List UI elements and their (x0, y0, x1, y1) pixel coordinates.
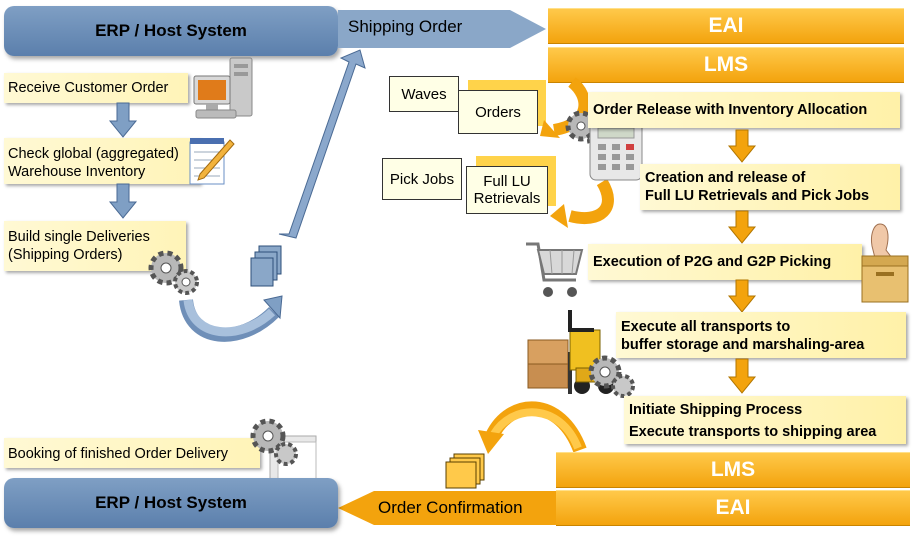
waves-label: Waves (401, 85, 447, 103)
document-icon (250, 418, 317, 493)
waves-document: Waves (389, 76, 459, 112)
deliveries-flow-arrows (179, 49, 366, 342)
shipping-line2: Execute transports to shipping area (629, 424, 877, 440)
eai-top-label: EAI (708, 14, 744, 37)
erp-host-system-bottom: ERP / Host System (4, 478, 338, 528)
lms-top-bar: LMS (548, 47, 904, 83)
step-receive-customer-order: Receive Customer Order (4, 73, 188, 103)
build-deliveries-line1: Build single Deliveries (8, 229, 150, 245)
shipping-order-arrow (338, 10, 546, 48)
build-deliveries-line2: (Shipping Orders) (8, 247, 123, 263)
shipping-order-label: Shipping Order (348, 17, 463, 36)
full-lu-line1: Full LU (483, 173, 531, 190)
booking-text: Booking of finished Order Delivery (8, 446, 229, 462)
shopping-cart-icon (526, 242, 584, 297)
step-execution-picking: Execution of P2G and G2P Picking (588, 244, 862, 280)
pick-jobs-document: Pick Jobs (382, 158, 462, 200)
erp-host-system-top: ERP / Host System (4, 6, 338, 56)
down-arrow-execution (727, 279, 757, 313)
receive-order-text: Receive Customer Order (8, 80, 169, 96)
ballot-box-icon (861, 223, 909, 303)
transports-line1: Execute all transports to (621, 319, 791, 335)
step-creation-release: Creation and release of Full LU Retrieva… (640, 164, 900, 210)
lms-top-label: LMS (703, 53, 749, 76)
lms-bottom-bar: LMS (556, 452, 910, 488)
execution-text: Execution of P2G and G2P Picking (593, 254, 832, 270)
full-lu-line2: Retrievals (473, 190, 541, 207)
document-stack-icon (250, 245, 282, 287)
erp-bottom-label: ERP / Host System (95, 493, 247, 512)
shipping-line1: Initiate Shipping Process (629, 402, 803, 418)
gears-icon (148, 250, 199, 295)
release-curved-arrows (540, 77, 614, 228)
computer-icon (193, 57, 253, 119)
step-booking-delivery: Booking of finished Order Delivery (4, 438, 260, 468)
orders-label: Orders (475, 103, 521, 121)
notepad-icon (189, 138, 235, 185)
eai-bottom-label: EAI (715, 496, 751, 519)
step-order-release: Order Release with Inventory Allocation (588, 92, 900, 128)
step-initiate-shipping: Initiate Shipping Process Execute transp… (624, 396, 906, 444)
full-lu-retrievals-document: Full LU Retrievals (466, 166, 548, 214)
lms-bottom-label: LMS (710, 458, 756, 481)
down-arrow-creation (727, 210, 757, 244)
creation-line2: Full LU Retrievals and Pick Jobs (645, 188, 870, 204)
check-inventory-line1: Check global (aggregated) (8, 146, 179, 162)
eai-bottom-bar: EAI (556, 490, 910, 526)
eai-top-bar: EAI (548, 8, 904, 44)
pick-jobs-label: Pick Jobs (389, 170, 455, 188)
transports-line2: buffer storage and marshaling-area (621, 337, 865, 353)
down-arrow-1 (108, 102, 138, 138)
shipping-return-arrow (478, 401, 587, 454)
document-stack-icon-bottom (445, 453, 485, 489)
check-inventory-line2: Warehouse Inventory (8, 164, 146, 180)
order-confirmation-label: Order Confirmation (378, 498, 523, 517)
erp-top-label: ERP / Host System (95, 21, 247, 40)
calculator-icon (589, 121, 643, 181)
gears-icon-transport (588, 355, 635, 398)
order-confirmation-arrow (338, 491, 556, 525)
down-arrow-2 (108, 183, 138, 219)
step-check-inventory: Check global (aggregated) Warehouse Inve… (4, 138, 200, 184)
creation-line1: Creation and release of (645, 170, 806, 186)
down-arrow-release (727, 129, 757, 163)
orders-document: Orders (458, 90, 538, 134)
step-execute-transports: Execute all transports to buffer storage… (616, 312, 906, 358)
down-arrow-transports (727, 358, 757, 394)
order-release-text: Order Release with Inventory Allocation (593, 102, 868, 118)
